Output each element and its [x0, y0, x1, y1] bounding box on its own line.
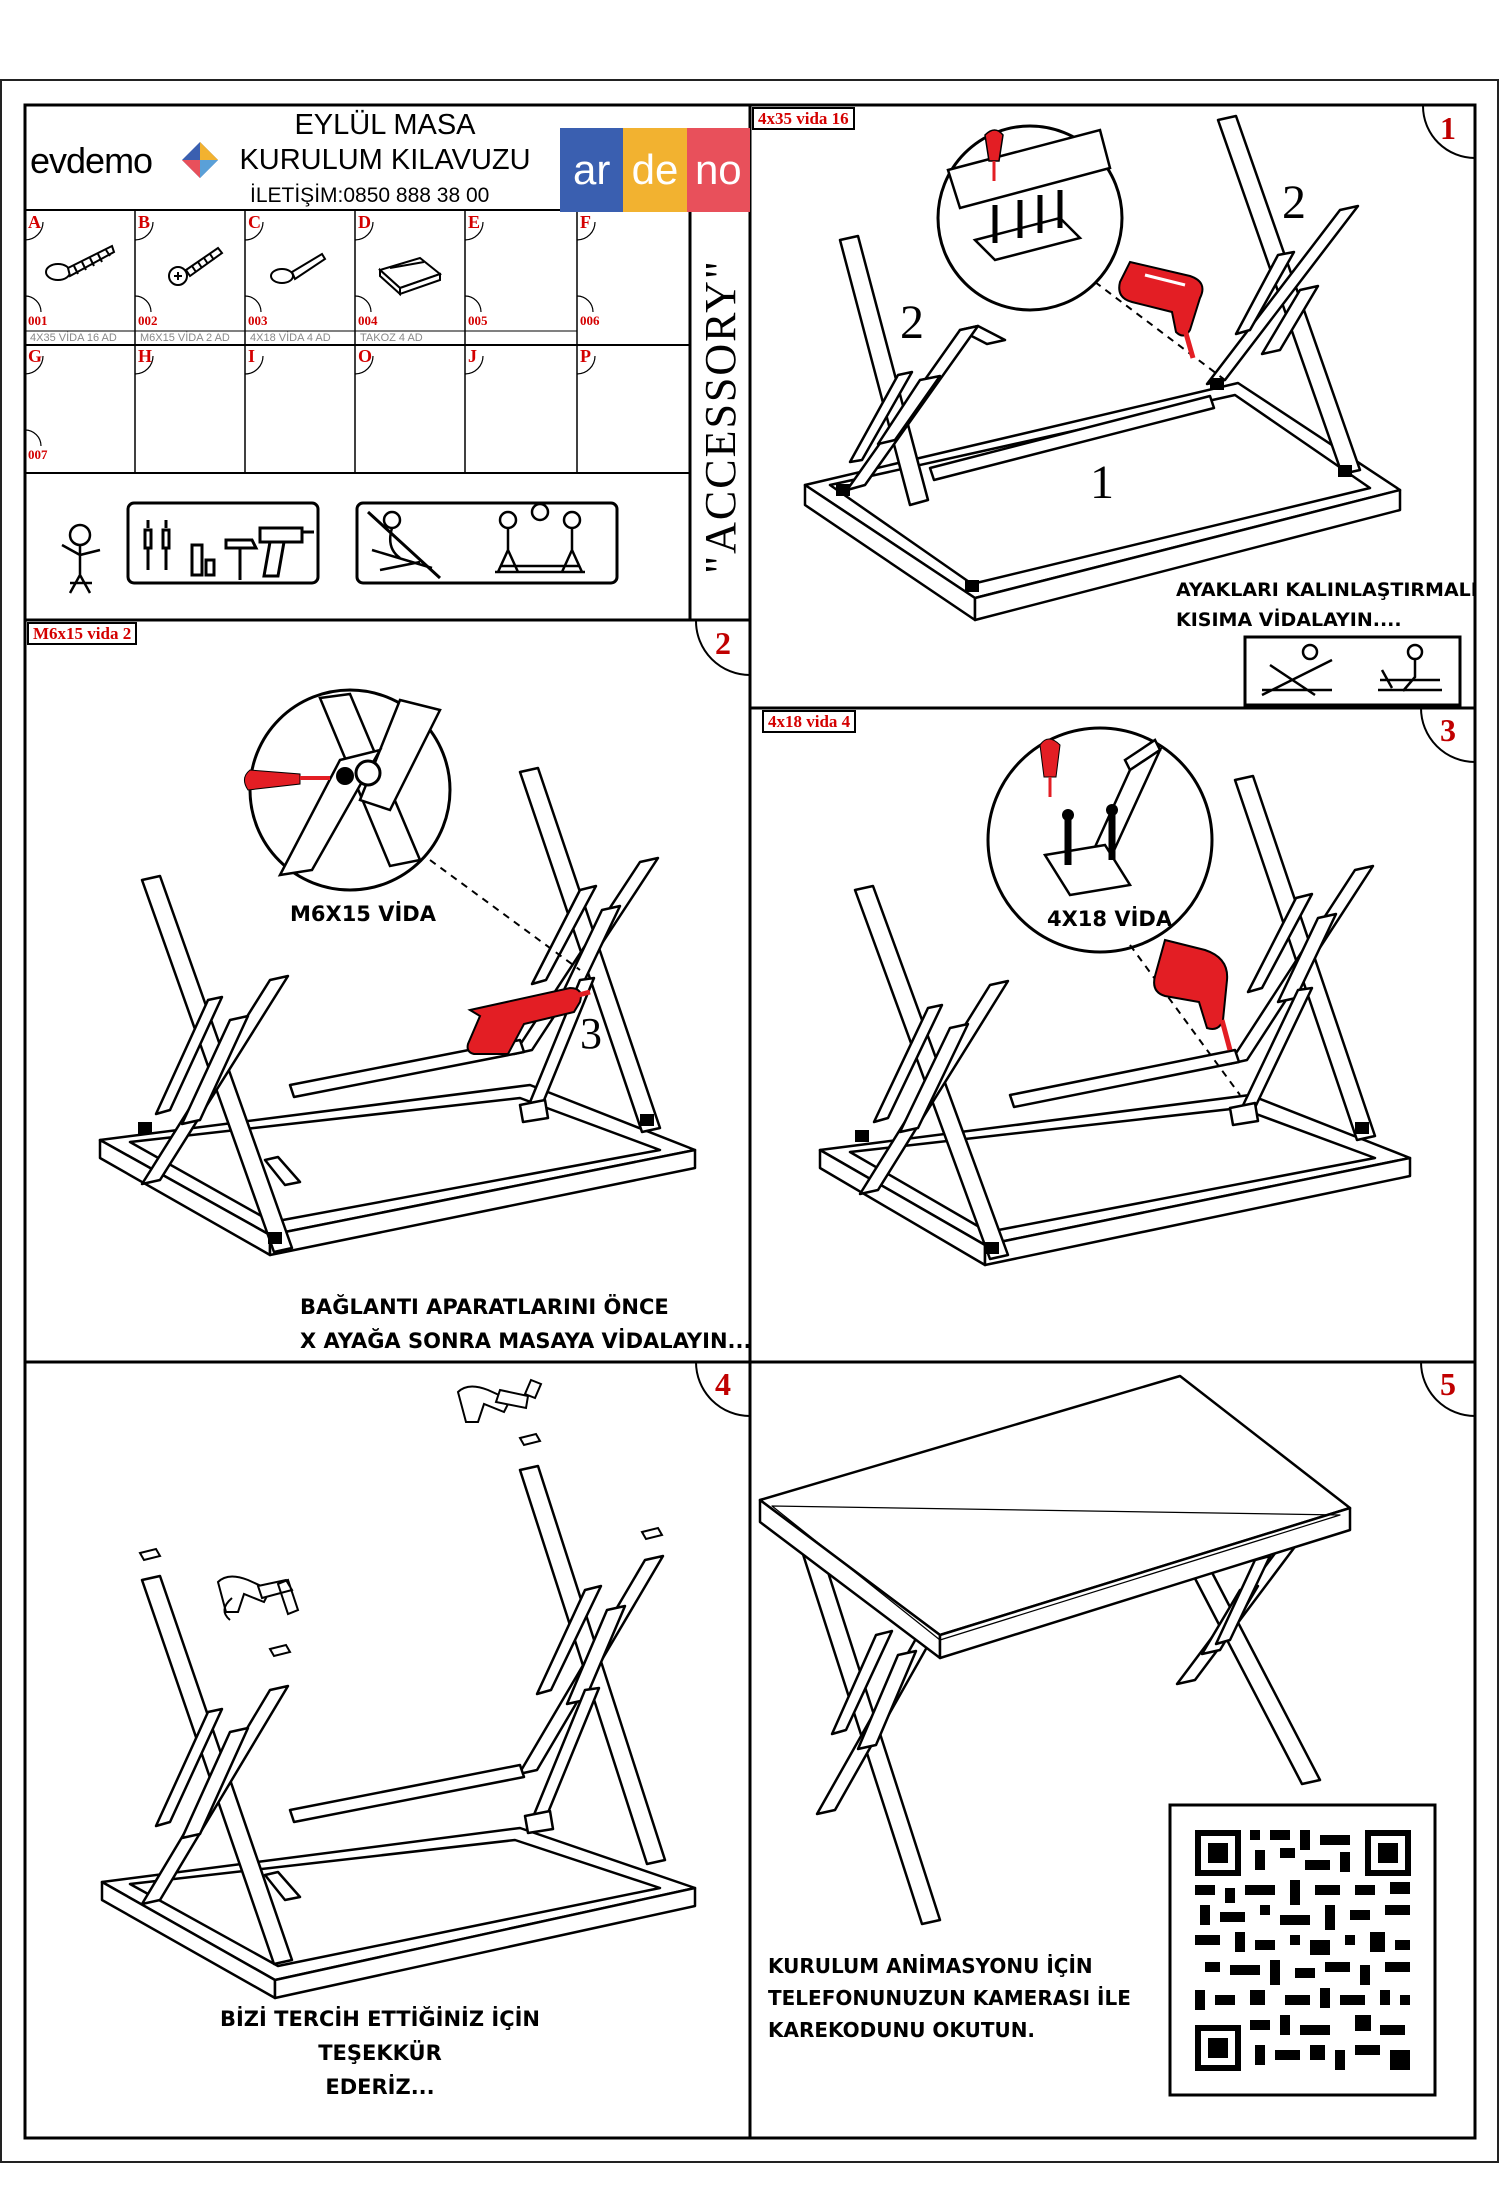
part-code-007: 007 [28, 447, 48, 462]
part-letter-h: H [138, 346, 153, 366]
part-caption-c: 4X18 VİDA 4 AD [250, 332, 331, 344]
title-line-2: KURULUM KILAVUZU [239, 144, 531, 176]
machine-screw-icon [168, 246, 224, 286]
step-2-callout: M6X15 VİDA [290, 902, 436, 926]
ardeno-logo: ar de no [560, 128, 750, 212]
two-person-assembly-icon [495, 502, 585, 574]
part-code-002: 002 [138, 313, 158, 328]
step-3-callout: 4X18 VİDA [1047, 907, 1173, 931]
drill-icon [258, 526, 314, 578]
step-4-caption-line-2: EDERİZ... [325, 2075, 435, 2099]
step-5-caption-line-1: KURULUM ANİMASYONU İÇİN [768, 1954, 1093, 1978]
step-4-number: 4 [715, 1366, 731, 1402]
part-letter-a: A [28, 212, 41, 232]
part-code-004: 004 [358, 313, 378, 328]
brand-name: evdemo [30, 140, 153, 181]
step-5-caption-line-2: TELEFONUNUZUN KAMERASI İLE [768, 1986, 1131, 2010]
step-1-number: 1 [1440, 110, 1456, 146]
part-letter-g: G [28, 346, 43, 366]
step-1-tag: 4x35 vida 16 [752, 107, 855, 130]
screwdriver-red-icon [244, 769, 330, 791]
title-line-1: EYLÜL MASA [294, 109, 476, 141]
part-letter-c: C [248, 212, 261, 232]
person-thinking-icon [61, 523, 101, 594]
brand-logo: evdemo [30, 140, 230, 190]
drill-red-icon [1118, 260, 1204, 359]
part-letter-p: P [580, 346, 591, 366]
screwdriver-icon [143, 520, 171, 570]
step-4-caption: BİZİ TERCİH ETTİĞİNİZ İÇİN TEŞEKKÜR EDER… [160, 2002, 600, 2104]
part-caption-a: 4X35 VİDA 16 AD [30, 332, 117, 344]
part-letter-e: E [468, 212, 481, 232]
screwdriver-red-icon [984, 129, 1004, 181]
hammer-icon [216, 1575, 300, 1621]
step-2-marker: 3 [580, 1009, 602, 1058]
assembly-rules-box [355, 501, 619, 585]
hammer-icon [456, 1378, 543, 1423]
part-letter-o: O [358, 346, 373, 366]
wrong-position-icon [1261, 643, 1333, 697]
tools-box [126, 501, 320, 585]
screwdriver-red-icon [1039, 738, 1061, 797]
step-1-label-leg-left: 2 [900, 296, 924, 349]
step-1-label-top: 1 [1090, 456, 1114, 509]
short-screw-icon [270, 252, 327, 284]
step-2-number: 2 [715, 625, 731, 661]
step-5-number: 5 [1440, 1366, 1456, 1402]
contact-line: İLETİŞİM:0850 888 38 00 [250, 184, 490, 207]
wood-screw-icon [45, 244, 116, 281]
part-letter-b: B [138, 212, 151, 232]
step-4-caption-line-1: BİZİ TERCİH ETTİĞİNİZ İÇİN TEŞEKKÜR [219, 2007, 540, 2065]
step-5-caption: KURULUM ANİMASYONU İÇİN TELEFONUNUZUN KA… [768, 1950, 1131, 2046]
part-code-006: 006 [580, 313, 600, 328]
part-letter-d: D [358, 212, 371, 232]
step-2-tag: M6x15 vida 2 [27, 622, 138, 645]
step-1-caption: AYAKLARI KALINLAŞTIRMALI KISIMA VİDALAYI… [1176, 575, 1478, 635]
step-1-caption-line-2: KISIMA VİDALAYIN.... [1176, 609, 1402, 631]
drill-red-icon [466, 986, 591, 1055]
step-2-caption-line-2: X AYAĞA SONRA MASAYA VİDALAYIN... [300, 1329, 752, 1353]
step-2-caption: BAĞLANTI APARATLARINI ÖNCE X AYAĞA SONRA… [300, 1290, 751, 1358]
wrench-icon [190, 543, 216, 577]
single-person-assembly-icon [366, 510, 442, 580]
leveling-pads [138, 1432, 664, 1658]
part-letter-j: J [468, 346, 477, 366]
hammer-icon [224, 538, 259, 580]
dowel-block-icon [378, 256, 443, 297]
step-5-caption-line-3: KAREKODUNU OKUTUN. [768, 2018, 1036, 2042]
part-letter-f: F [580, 212, 591, 232]
brand-emblem-icon [182, 142, 218, 178]
qr-code-icon [1195, 1830, 1411, 2071]
part-letter-i: I [248, 346, 256, 366]
part-code-001: 001 [28, 313, 48, 328]
ardeno-tile-ar: ar [560, 128, 624, 212]
step-3-number: 3 [1440, 712, 1456, 748]
drill-red-icon [1153, 938, 1233, 1051]
ardeno-tile-no: no [686, 128, 750, 212]
part-code-003: 003 [248, 313, 268, 328]
step-1-caption-line-1: AYAKLARI KALINLAŞTIRMALI [1176, 579, 1478, 601]
ardeno-tile-de: de [623, 128, 687, 212]
step-2-caption-line-1: BAĞLANTI APARATLARINI ÖNCE [300, 1295, 669, 1319]
header-titles: EYLÜL MASA KURULUM KILAVUZU İLETİŞİM:085… [215, 108, 555, 213]
correct-position-icon [1378, 643, 1442, 692]
step-3-tag: 4x18 vida 4 [762, 710, 857, 733]
part-caption-b: M6X15 VİDA 2 AD [140, 332, 230, 344]
step-1-label-leg-right: 2 [1282, 176, 1306, 229]
part-code-005: 005 [468, 313, 488, 328]
part-caption-d: TAKOZ 4 AD [360, 332, 423, 344]
